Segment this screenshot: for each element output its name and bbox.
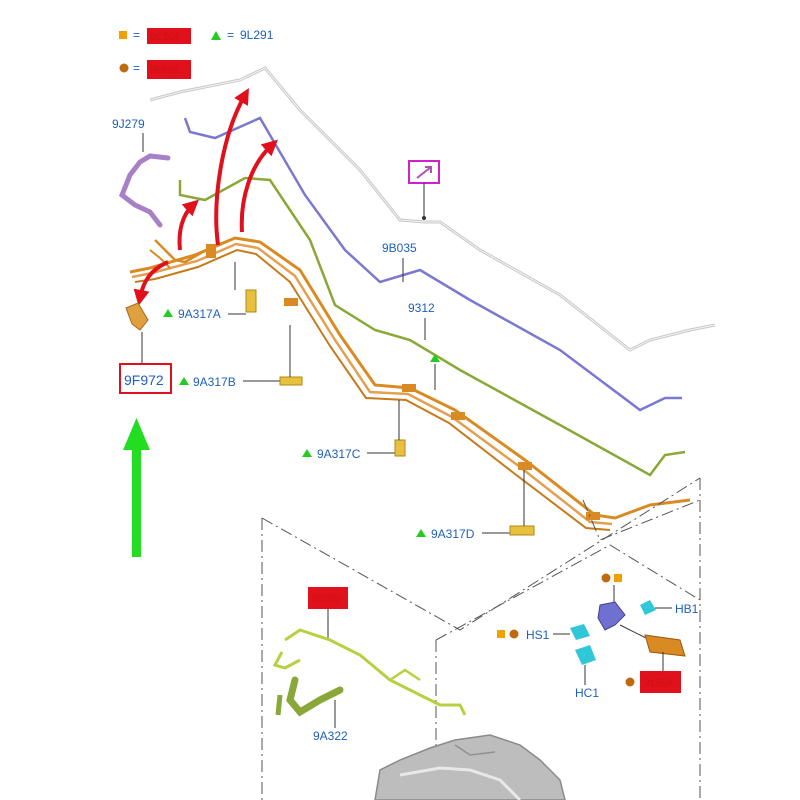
clip-9a317a: 9A317A: [163, 262, 257, 321]
label-9b035: 9B035: [382, 241, 417, 255]
triangle-marker: [430, 354, 440, 362]
label-9a322: 9A322: [313, 729, 348, 743]
connector-highlight-box: [119, 363, 172, 394]
purple-hose: [118, 153, 171, 228]
legend-circle-label: 9F888: [150, 65, 179, 76]
clip-9a317c: 9A317C: [302, 354, 440, 461]
legend: = 9C204 = 9L291 = 9F888: [119, 28, 274, 79]
filter-highlight: [640, 671, 681, 693]
legend-equals-3: =: [133, 61, 140, 75]
arrow-up-right-icon: [416, 166, 432, 179]
harness-9s000: 9S000 9A322: [272, 587, 467, 743]
label-hs1: HS1: [526, 628, 550, 642]
label-9a317d: 9A317D: [431, 527, 475, 541]
olive-line-9312: [178, 176, 686, 477]
legend-triangle-icon: [211, 31, 221, 40]
legend-square-highlight: [147, 28, 191, 44]
purple-line-9b035: [183, 116, 682, 412]
hardware-group: HB1 HS1 HC1 9155A: [497, 573, 699, 700]
label-hc1: HC1: [575, 686, 599, 700]
label-9a317b: 9A317B: [193, 375, 236, 389]
legend-equals-2: =: [227, 28, 234, 42]
label-9f972: 9F972: [124, 372, 164, 388]
magenta-marker: [408, 160, 440, 220]
legend-equals: =: [133, 28, 140, 42]
legend-triangle-label: 9L291: [240, 28, 274, 42]
label-9155a: 9155A: [644, 678, 673, 689]
orange-fuel-lines: [129, 236, 691, 531]
legend-circle-highlight: [147, 60, 191, 79]
clip-9a317d: 9A317D: [416, 470, 535, 541]
legend-square-label: 9C204: [150, 32, 180, 43]
label-9j279: 9J279: [112, 117, 145, 131]
fuel-filter: [644, 634, 686, 657]
label-9312: 9312: [408, 301, 435, 315]
label-9s000: 9S000: [312, 594, 341, 605]
connector-9f972: 9F972: [119, 302, 172, 394]
harness-highlight: [308, 587, 348, 609]
label-9a317a: 9A317A: [178, 307, 221, 321]
red-arrows: [133, 88, 278, 306]
legend-square-icon: [119, 31, 127, 39]
clip-9a317b: 9A317B: [179, 325, 303, 389]
label-hb1: HB1: [675, 602, 699, 616]
label-9a317c: 9A317C: [317, 447, 361, 461]
legend-circle-icon: [119, 63, 129, 73]
fuel-tank: [374, 734, 566, 800]
green-up-arrow-icon: [123, 418, 150, 557]
